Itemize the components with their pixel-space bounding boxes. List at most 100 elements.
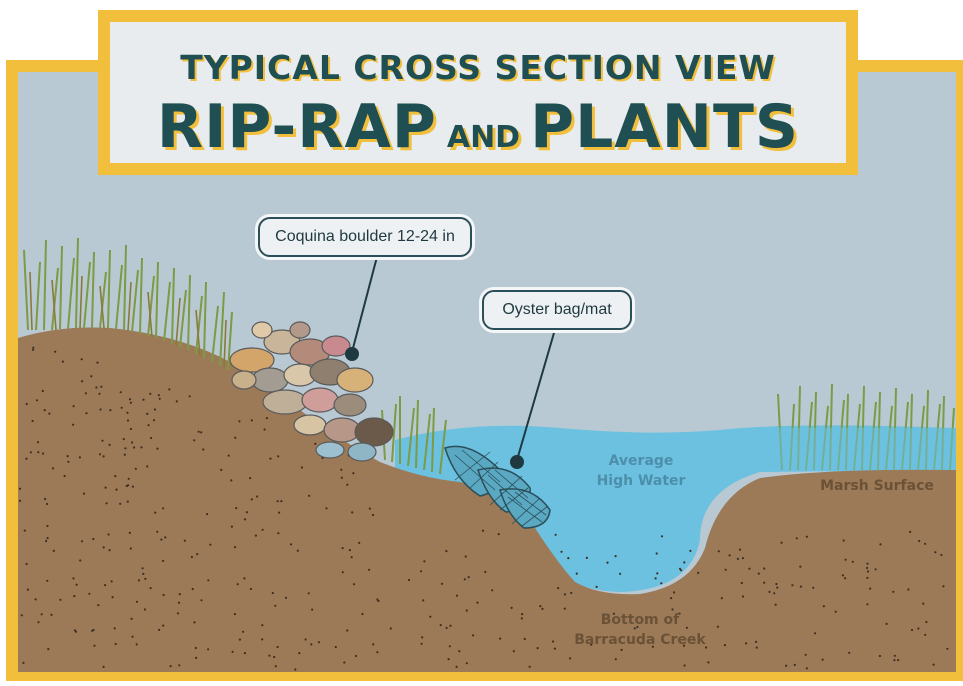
soil-speck: [92, 538, 94, 540]
soil-speck: [894, 655, 896, 657]
soil-speck: [46, 580, 48, 582]
soil-speck: [91, 630, 93, 632]
soil-speck: [237, 583, 239, 585]
soil-speck: [707, 661, 709, 663]
soil-speck: [791, 584, 793, 586]
soil-speck: [423, 560, 425, 562]
soil-speck: [661, 535, 663, 537]
soil-speck: [422, 599, 424, 601]
soil-speck: [484, 571, 486, 573]
soil-speck: [557, 587, 559, 589]
soil-speck: [812, 587, 814, 589]
soil-speck: [88, 593, 90, 595]
soil-speck: [318, 641, 320, 643]
soil-speck: [524, 638, 526, 640]
soil-speck: [114, 475, 116, 477]
soil-speck: [244, 652, 246, 654]
soil-speck: [421, 643, 423, 645]
soil-speck: [866, 603, 868, 605]
soil-speck: [261, 624, 263, 626]
soil-speck: [163, 594, 165, 596]
soil-speck: [799, 566, 801, 568]
soil-speck: [376, 598, 378, 600]
soil-speck: [724, 644, 726, 646]
soil-speck: [132, 486, 134, 488]
soil-speck: [177, 612, 179, 614]
soil-speck: [200, 431, 202, 433]
soil-speck: [22, 662, 24, 664]
soil-speck: [261, 638, 263, 640]
oyster-leader-dot: [510, 455, 524, 469]
soil-speck: [154, 408, 156, 410]
soil-speck: [158, 629, 160, 631]
boulder-leader-dot: [345, 347, 359, 361]
soil-speck: [196, 553, 198, 555]
soil-speck: [148, 424, 150, 426]
soil-speck: [842, 574, 844, 576]
soil-speck: [168, 388, 170, 390]
soil-speck: [775, 604, 777, 606]
soil-speck: [555, 534, 557, 536]
soil-speck: [763, 567, 765, 569]
soil-speck: [246, 511, 248, 513]
label-creek-bottom: Bottom of Barracuda Creek: [560, 610, 720, 650]
label-water-line-2: High Water: [576, 471, 706, 491]
soil-speck: [231, 526, 233, 528]
soil-speck: [114, 627, 116, 629]
soil-speck: [202, 448, 204, 450]
soil-speck: [198, 431, 200, 433]
soil-speck: [235, 507, 237, 509]
soil-speck: [351, 556, 353, 558]
soil-speck: [458, 650, 460, 652]
soil-speck: [721, 597, 723, 599]
soil-speck: [37, 621, 39, 623]
soil-speck: [342, 571, 344, 573]
soil-speck: [130, 547, 132, 549]
soil-speck: [156, 531, 158, 533]
soil-speck: [76, 584, 78, 586]
soil-speck: [35, 598, 37, 600]
soil-speck: [160, 539, 162, 541]
soil-speck: [775, 583, 777, 585]
soil-speck: [529, 666, 531, 668]
soil-speck: [441, 583, 443, 585]
soil-speck: [59, 599, 61, 601]
soil-speck: [340, 469, 342, 471]
soil-speck: [274, 605, 276, 607]
soil-speck: [19, 488, 21, 490]
soil-speck: [142, 567, 144, 569]
soil-speck: [739, 549, 741, 551]
soil-speck: [234, 437, 236, 439]
soil-speck: [806, 667, 808, 669]
soil-speck: [933, 664, 935, 666]
soil-speck: [742, 557, 744, 559]
soil-speck: [785, 665, 787, 667]
soil-speck: [934, 551, 936, 553]
soil-speck: [552, 640, 554, 642]
callout-coquina-boulder: Coquina boulder 12-24 in: [258, 217, 472, 257]
soil-speck: [277, 646, 279, 648]
soil-speck: [206, 513, 208, 515]
soil-speck: [234, 546, 236, 548]
soil-speck: [780, 542, 782, 544]
soil-speck: [21, 614, 23, 616]
soil-speck: [85, 412, 87, 414]
soil-speck: [27, 589, 29, 591]
soil-speck: [96, 362, 98, 364]
soil-speck: [97, 604, 99, 606]
soil-speck: [36, 399, 38, 401]
soil-speck: [108, 533, 110, 535]
soil-speck: [26, 403, 28, 405]
soil-speck: [554, 648, 556, 650]
soil-speck: [192, 588, 194, 590]
soil-speck: [249, 477, 251, 479]
soil-speck: [689, 550, 691, 552]
title-line-1: TYPICAL CROSS SECTION VIEW: [110, 48, 846, 87]
soil-speck: [101, 440, 103, 442]
soil-speck: [539, 605, 541, 607]
soil-speck: [879, 543, 881, 545]
soil-speck: [917, 627, 919, 629]
soil-speck: [513, 650, 515, 652]
soil-speck: [277, 455, 279, 457]
